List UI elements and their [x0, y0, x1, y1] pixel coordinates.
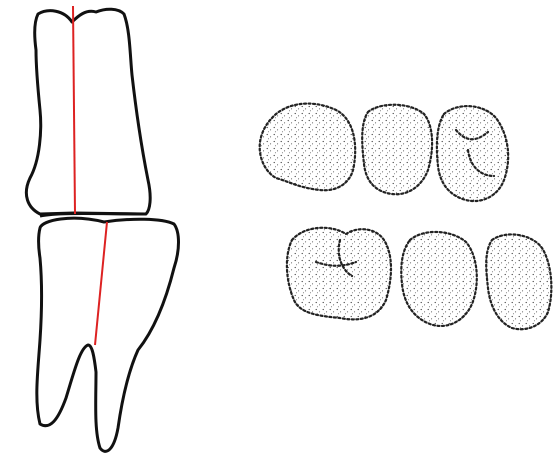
occlusal-view-panel [260, 104, 552, 330]
upper-molar-3 [437, 106, 508, 201]
lower-molar-3 [486, 234, 551, 329]
lower-molar-2 [401, 232, 477, 326]
upper-molar-2 [362, 105, 432, 195]
interproximal-contact [40, 214, 146, 217]
upper-tooth-outline [26, 9, 150, 214]
upper-molar-1 [260, 104, 356, 191]
lower-tooth-outline [37, 218, 179, 451]
tooth-axes-panel [26, 6, 178, 451]
